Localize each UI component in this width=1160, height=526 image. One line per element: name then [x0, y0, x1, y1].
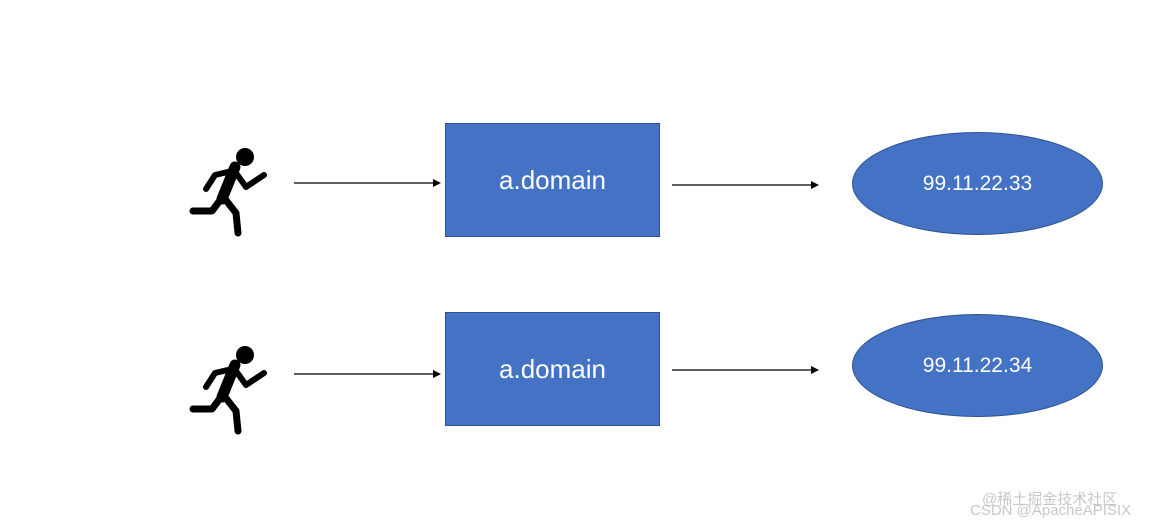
- resolve-arrow: [672, 181, 819, 189]
- running-person-icon: [189, 346, 267, 435]
- request-arrow: [294, 370, 441, 378]
- running-person-icon: [189, 148, 267, 237]
- domain-label: a.domain: [499, 164, 606, 195]
- domain-label: a.domain: [499, 353, 606, 384]
- domain-box: a.domain: [445, 123, 660, 237]
- watermark-line-2: CSDN @ApacheAPISIX: [970, 502, 1132, 519]
- domain-box: a.domain: [445, 312, 660, 426]
- ip-address-node: 99.11.22.33: [852, 132, 1103, 235]
- resolve-arrow: [672, 366, 819, 374]
- request-arrow: [294, 179, 441, 187]
- watermark-line-1: @稀土掘金技术社区: [982, 491, 1118, 508]
- ip-address-node: 99.11.22.34: [852, 314, 1103, 417]
- ip-address-label: 99.11.22.33: [922, 171, 1033, 195]
- ip-address-label: 99.11.22.34: [922, 353, 1033, 377]
